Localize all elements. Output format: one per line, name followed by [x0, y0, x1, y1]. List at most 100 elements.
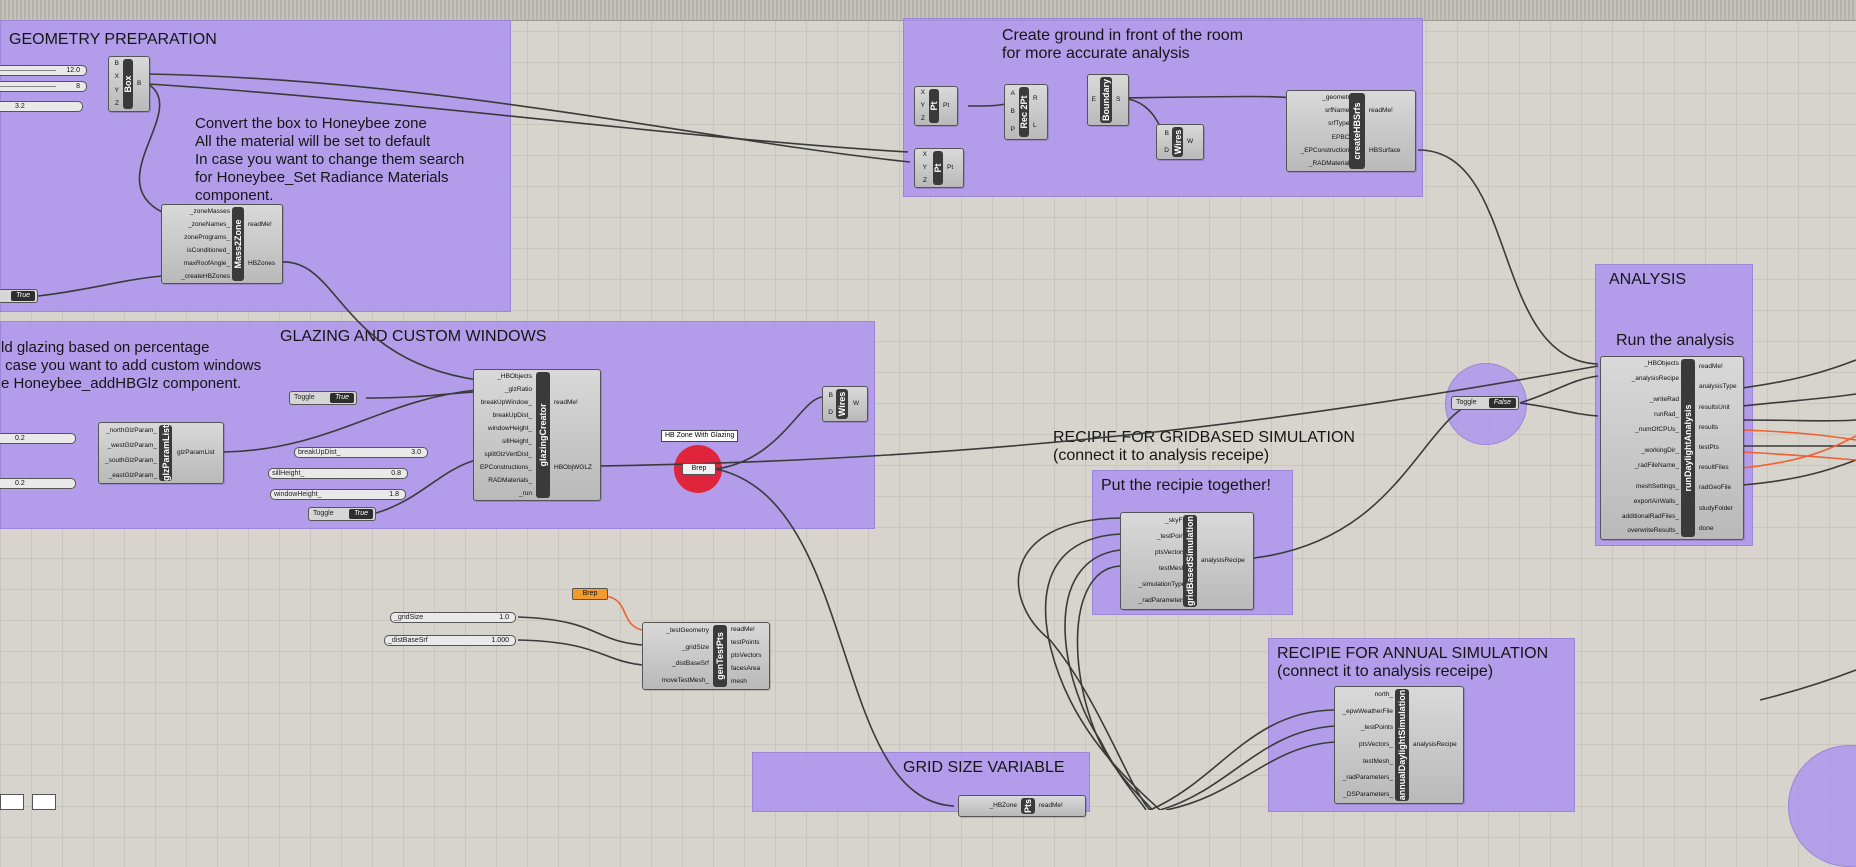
input-port[interactable]: testMesh_: [1363, 757, 1393, 765]
output-port[interactable]: readMe!: [554, 398, 578, 406]
input-port[interactable]: _run: [518, 489, 532, 497]
input-port[interactable]: _testGeometry: [666, 627, 709, 635]
input-port[interactable]: D: [1164, 146, 1169, 154]
input-port[interactable]: maxRoofAngle_: [183, 259, 230, 267]
input-port[interactable]: B: [114, 59, 119, 67]
input-port[interactable]: runRad_: [1654, 411, 1679, 419]
output-port[interactable]: analysisType: [1699, 383, 1737, 391]
input-port[interactable]: _writeRad: [1649, 396, 1679, 404]
input-port[interactable]: _radParameters_: [1342, 774, 1393, 782]
gentestpts-component[interactable]: _testGeometry _gridSize _distBaseSrf moveTe…: [642, 622, 770, 690]
output-port[interactable]: readMe!: [1369, 107, 1393, 114]
input-port[interactable]: B: [1010, 108, 1015, 115]
input-port[interactable]: _eastGlzParam_: [108, 471, 157, 479]
input-port[interactable]: X: [920, 89, 925, 97]
input-port[interactable]: Y: [922, 163, 927, 171]
canvas-zoom-icon[interactable]: [32, 794, 56, 810]
input-port[interactable]: P: [1010, 126, 1015, 133]
input-port[interactable]: breakUpDist_: [492, 411, 532, 419]
input-port[interactable]: Z: [115, 100, 119, 108]
input-port[interactable]: Y: [114, 86, 119, 94]
input-port[interactable]: _northGlzParam_: [106, 426, 157, 434]
glzparamlist-component[interactable]: _northGlzParam__westGlzParam__southGlzPa…: [98, 422, 224, 484]
brep-orange-param[interactable]: Brep: [572, 588, 608, 600]
input-port[interactable]: _testPoints: [1156, 533, 1189, 540]
input-port[interactable]: _testPoints: [1360, 724, 1393, 732]
input-port[interactable]: _DSParameters_: [1343, 790, 1393, 798]
output-port[interactable]: HBSurface: [1369, 147, 1401, 154]
input-port[interactable]: B: [828, 391, 833, 399]
output-port[interactable]: glzParamList: [177, 449, 215, 456]
output-port[interactable]: results: [1699, 423, 1719, 431]
input-port[interactable]: _EPConstruction_: [1300, 146, 1353, 154]
output-port[interactable]: testPts: [1699, 443, 1719, 451]
input-port[interactable]: Z: [921, 114, 925, 122]
input-port[interactable]: _gridSize: [681, 643, 709, 651]
input-port[interactable]: _HBObjects: [497, 372, 532, 380]
input-port[interactable]: _geometry: [1322, 93, 1353, 101]
slider-box-y[interactable]: 8: [0, 81, 87, 92]
input-port[interactable]: RADMaterials_: [488, 476, 532, 484]
output-port[interactable]: L: [1033, 121, 1037, 129]
input-port[interactable]: sillHeight_: [502, 437, 532, 445]
input-port[interactable]: srfType_: [1328, 120, 1353, 128]
output-port[interactable]: testPoints: [731, 638, 760, 646]
input-port[interactable]: B: [1164, 129, 1169, 137]
input-port[interactable]: zonePrograms_: [184, 233, 230, 241]
input-port[interactable]: meshSettings_: [1636, 483, 1679, 491]
input-port[interactable]: moveTestMesh_: [661, 676, 709, 684]
input-port[interactable]: _numOfCPUs_: [1635, 425, 1679, 433]
input-port[interactable]: _analysisRecipe: [1631, 375, 1679, 383]
output-port[interactable]: HBObjWGLZ: [554, 463, 592, 471]
slider-glz-north[interactable]: 0.2: [0, 433, 76, 444]
input-port[interactable]: Z: [923, 176, 927, 184]
output-port[interactable]: Pt: [947, 164, 954, 171]
input-port[interactable]: north_: [1374, 691, 1393, 699]
output-port[interactable]: analysisRecipe: [1413, 741, 1457, 748]
output-port[interactable]: Pt: [943, 102, 950, 109]
input-port[interactable]: additionalRadFiles_: [1621, 512, 1679, 520]
output-port[interactable]: readMe!: [731, 625, 755, 633]
input-port[interactable]: isConditioned_: [186, 246, 230, 254]
masszone-component[interactable]: _zoneMasses_zoneNames_zonePrograms_isCon…: [161, 204, 283, 284]
slider-sill-height[interactable]: sillHeight_0.8: [268, 468, 408, 479]
output-port[interactable]: analysisRecipe: [1201, 557, 1245, 564]
input-port[interactable]: _distBaseSrf: [672, 660, 709, 668]
output-port[interactable]: ptsVectors: [731, 651, 762, 659]
input-port[interactable]: _createHBZones: [181, 272, 230, 280]
input-port[interactable]: _zoneMasses: [189, 207, 230, 215]
output-port[interactable]: W: [1187, 138, 1194, 145]
output-port[interactable]: B: [137, 80, 142, 87]
slider-breakup-dist[interactable]: breakUpDist_3.0: [294, 447, 428, 458]
input-port[interactable]: X: [922, 151, 927, 159]
input-port[interactable]: A: [1010, 90, 1015, 97]
input-port[interactable]: D: [828, 408, 833, 416]
slider-box-x[interactable]: 12.0: [0, 65, 87, 76]
input-port[interactable]: _RADMaterial_: [1308, 160, 1353, 168]
input-port[interactable]: _radParameters_: [1138, 597, 1189, 604]
toggle-create-zones[interactable]: True: [0, 289, 38, 303]
brep-glazed-param[interactable]: Brep: [682, 463, 716, 475]
input-port[interactable]: _radFileName_: [1634, 461, 1679, 469]
input-port[interactable]: _simulationType_: [1138, 581, 1189, 588]
input-port[interactable]: testMesh_: [1159, 565, 1189, 572]
output-port[interactable]: S: [1116, 96, 1121, 103]
output-port[interactable]: resultFiles: [1699, 464, 1729, 472]
output-port[interactable]: R: [1033, 94, 1038, 102]
output-port[interactable]: readMe!: [248, 220, 272, 228]
input-port[interactable]: _workingDir_: [1641, 447, 1679, 455]
output-port[interactable]: HBZones: [248, 259, 276, 267]
output-port[interactable]: done: [1699, 524, 1714, 532]
